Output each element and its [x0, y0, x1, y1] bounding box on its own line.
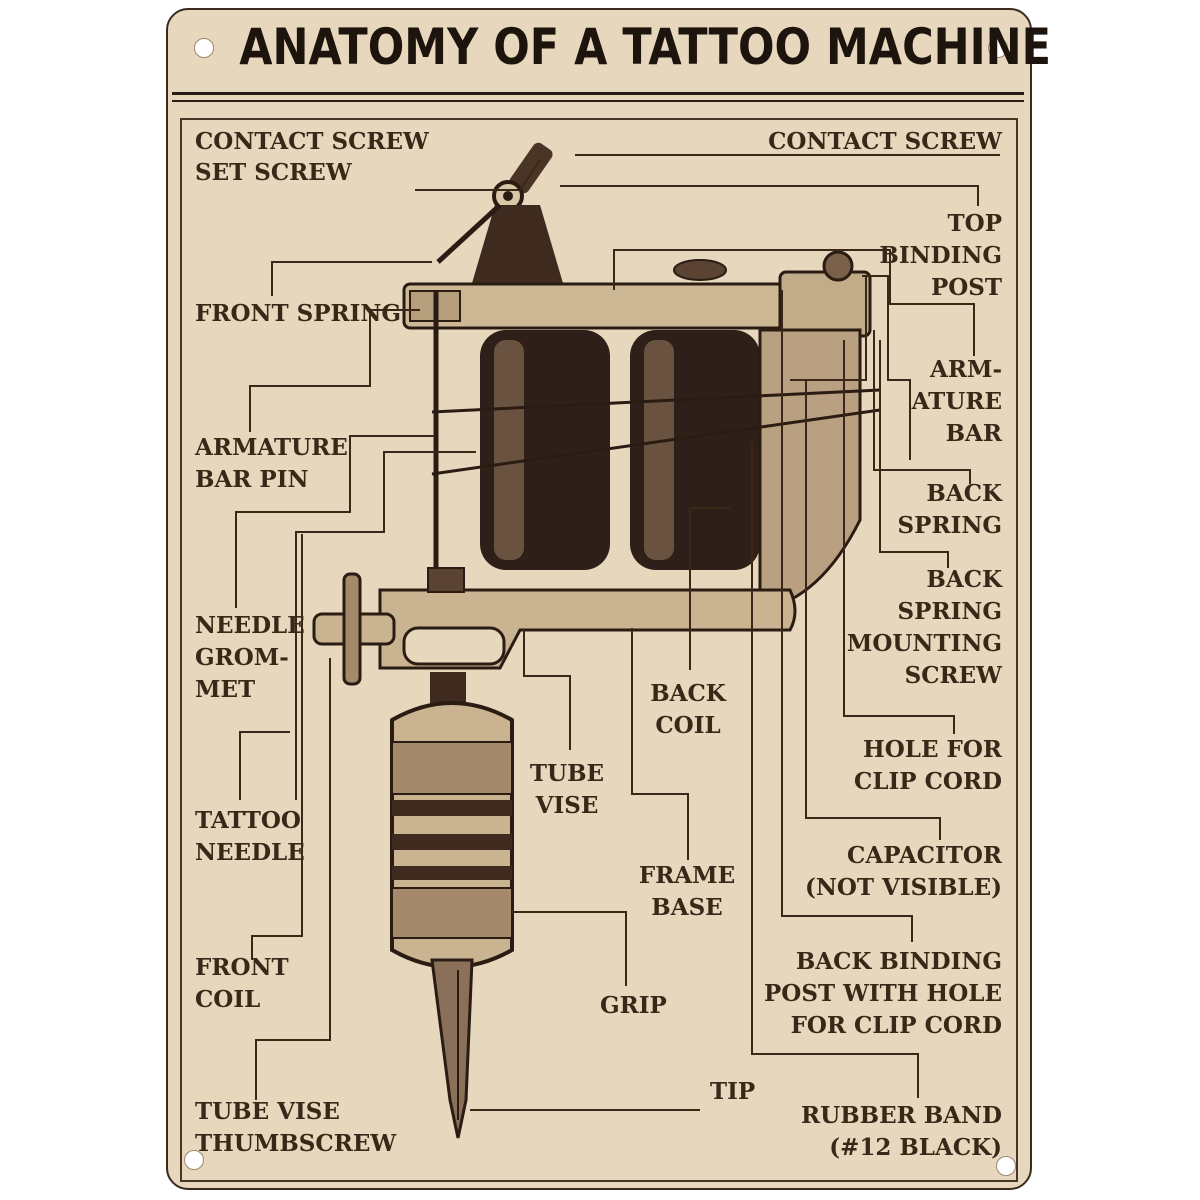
label-contact-screw-left: CONTACT SCREW	[195, 128, 429, 155]
mount-hole-bottom-left	[184, 1150, 204, 1170]
label-set-screw: SET SCREW	[195, 159, 352, 186]
mount-hole-top-left	[194, 38, 214, 58]
label-contact-screw-right: CONTACT SCREW	[768, 128, 1002, 155]
diagram-frame	[180, 118, 1018, 1182]
mount-hole-bottom-right	[996, 1156, 1016, 1176]
leader-lines	[235, 154, 1000, 1111]
title-rule-bottom	[172, 100, 1024, 102]
label-front-spring: FRONT SPRING	[195, 300, 402, 327]
label-grip: GRIP	[600, 992, 667, 1019]
mount-hole-top-right	[988, 38, 1008, 58]
label-tip: TIP	[710, 1078, 756, 1105]
page-title: ANATOMY OF A TATTOO MACHINE	[239, 18, 1051, 76]
label-rubber-band: RUBBER BAND(#12 BLACK)	[801, 1102, 1002, 1161]
title-rule-top	[172, 92, 1024, 95]
label-capacitor: CAPACITOR(NOT VISIBLE)	[804, 842, 1002, 901]
